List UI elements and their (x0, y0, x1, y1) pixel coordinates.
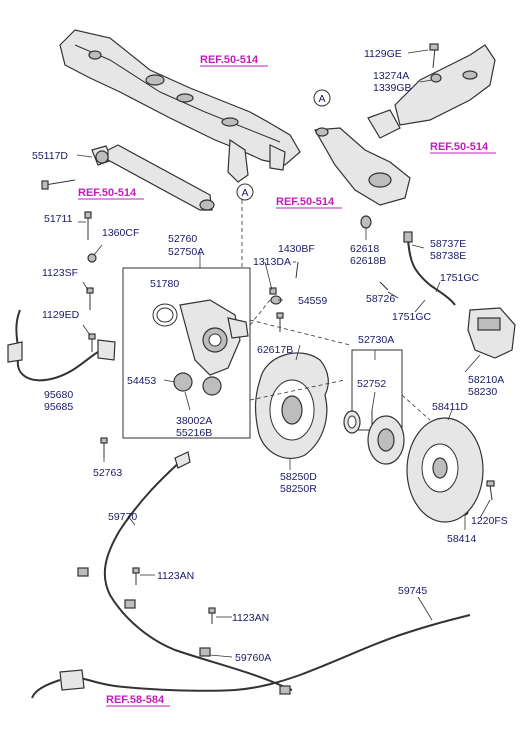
brake-caliper (467, 307, 516, 359)
part-label-1430bf[interactable]: 1430BF (278, 243, 315, 255)
part-label-58250r[interactable]: 58250R (280, 483, 317, 495)
upper-control-arm (367, 44, 496, 139)
part-label-58726[interactable]: 58726 (366, 293, 395, 305)
section-marker-a-top: A (313, 89, 331, 107)
part-label-58738e[interactable]: 58738E (430, 250, 466, 262)
ref-label-trailing-link[interactable]: REF.50-514 (78, 187, 137, 199)
part-label-1751gc-a[interactable]: 1751GC (440, 272, 480, 284)
parking-brake-cables (31, 451, 471, 699)
part-label-52760[interactable]: 52760 (168, 233, 197, 245)
backing-plate (254, 352, 329, 460)
part-label-1339gb[interactable]: 1339GB (373, 82, 412, 94)
marker-a-top-label: A (318, 93, 325, 105)
part-label-55216b[interactable]: 55216B (176, 427, 212, 439)
part-label-58210a[interactable]: 58210A (468, 374, 504, 386)
ref-label-lower-arm[interactable]: REF.50-514 (276, 196, 335, 208)
ref-label-parking-lever[interactable]: REF.58-584 (106, 694, 165, 706)
part-label-1123an-a[interactable]: 1123AN (157, 570, 194, 582)
leader-lines (76, 49, 491, 658)
part-label-54559[interactable]: 54559 (298, 295, 327, 307)
wheel-speed-sensor (7, 309, 116, 382)
part-label-62617b[interactable]: 62617B (257, 344, 293, 356)
part-label-1129ed[interactable]: 1129ED (42, 309, 80, 321)
ref-label-upper-arm[interactable]: REF.50-514 (430, 141, 489, 153)
part-label-1123an-b[interactable]: 1123AN (232, 612, 269, 624)
part-label-59745[interactable]: 59745 (398, 585, 427, 597)
part-label-62618[interactable]: 62618 (350, 243, 379, 255)
part-label-58737e[interactable]: 58737E (430, 238, 466, 250)
part-label-58230[interactable]: 58230 (468, 386, 497, 398)
part-label-52730a[interactable]: 52730A (358, 334, 394, 346)
part-label-1360cf[interactable]: 1360CF (102, 227, 139, 239)
part-label-58411d[interactable]: 58411D (432, 401, 468, 413)
part-label-1313da[interactable]: 1313DA (253, 256, 291, 268)
part-label-62618b[interactable]: 62618B (350, 255, 386, 267)
part-label-52752[interactable]: 52752 (357, 378, 386, 390)
part-label-1751gc-b[interactable]: 1751GC (392, 311, 432, 323)
part-label-54453[interactable]: 54453 (127, 375, 156, 387)
rear-subframe (59, 29, 301, 183)
part-label-13274a[interactable]: 13274A (373, 70, 409, 82)
part-labels: 1129GE 13274A 1339GB 55117D 51711 1360CF… (32, 48, 508, 664)
part-label-51711[interactable]: 51711 (44, 213, 73, 225)
part-label-1129ge[interactable]: 1129GE (364, 48, 402, 60)
wheel-hub-bearing (343, 349, 405, 465)
part-label-58414[interactable]: 58414 (447, 533, 476, 545)
part-label-95685[interactable]: 95685 (44, 401, 73, 413)
ref-label-subframe[interactable]: REF.50-514 (200, 54, 259, 66)
part-label-1123sf[interactable]: 1123SF (42, 267, 78, 279)
marker-a-mid-label: A (241, 187, 248, 199)
part-label-59760a[interactable]: 59760A (235, 652, 271, 664)
part-label-52750a[interactable]: 52750A (168, 246, 204, 258)
part-label-59770[interactable]: 59770 (108, 511, 137, 523)
part-label-51780[interactable]: 51780 (150, 278, 179, 290)
section-marker-a-mid: A (236, 183, 254, 201)
knuckle-assembly (122, 252, 251, 439)
part-label-58250d[interactable]: 58250D (280, 471, 317, 483)
part-label-55117d[interactable]: 55117D (32, 150, 68, 162)
reference-lines (241, 200, 431, 421)
part-label-38002a[interactable]: 38002A (176, 415, 212, 427)
brake-disc (406, 417, 484, 523)
part-label-52763[interactable]: 52763 (93, 467, 122, 479)
bolts (41, 43, 495, 624)
part-label-1220fs[interactable]: 1220FS (471, 515, 508, 527)
part-label-95680[interactable]: 95680 (44, 389, 73, 401)
trailing-link (91, 144, 215, 211)
lower-control-arm (314, 127, 411, 206)
brake-hose (403, 231, 456, 306)
